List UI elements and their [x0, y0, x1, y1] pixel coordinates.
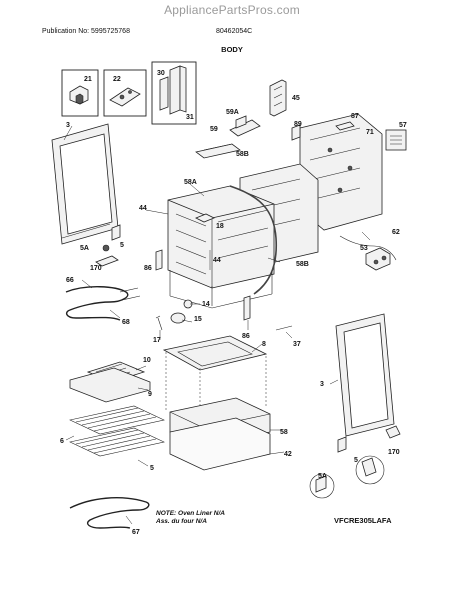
- publication-number: Publication No: 5995725768: [42, 28, 130, 35]
- watermark: AppliancePartsPros.com: [164, 3, 300, 17]
- broil-pan-9: [69, 367, 151, 403]
- callout-87: 87: [351, 113, 359, 120]
- callout-5-left: 5: [120, 242, 124, 249]
- callout-5A-left: 5A: [80, 245, 89, 252]
- note-line-2: Ass. du four N/A: [156, 518, 207, 525]
- frame-44: [169, 270, 273, 309]
- callout-67: 67: [132, 529, 140, 536]
- callout-59A: 59A: [226, 109, 239, 116]
- wire-17: [155, 315, 163, 331]
- callout-45: 45: [292, 95, 300, 102]
- door-left-3: [51, 123, 119, 245]
- callout-30: 30: [157, 70, 165, 77]
- callout-17: 17: [153, 337, 161, 344]
- callout-3-left: 3: [66, 122, 70, 129]
- inset-part-30-31: [151, 61, 197, 125]
- callout-6: 6: [60, 438, 64, 445]
- oven-rack-6: [69, 405, 165, 435]
- callout-37: 37: [293, 341, 301, 348]
- pan-8: [162, 335, 268, 371]
- callout-5A-right: 5A: [318, 473, 327, 480]
- callout-18: 18: [216, 223, 224, 230]
- callout-170-right: 170: [388, 449, 400, 456]
- callout-31: 31: [186, 114, 194, 121]
- callout-58A: 58A: [184, 179, 197, 186]
- callout-44: 44: [139, 205, 147, 212]
- door-right-3: [335, 313, 395, 437]
- rear-panel-71: [299, 113, 383, 231]
- broil-element-67: [69, 497, 150, 529]
- callout-9: 9: [148, 391, 152, 398]
- hinge-5A-5-170-right: [309, 425, 401, 499]
- callout-3-right: 3: [320, 381, 324, 388]
- callout-53: 53: [360, 245, 368, 252]
- callout-labels: 21 22 30 31 45 59A 59 58B 87 89 71 57 3 …: [60, 70, 407, 536]
- hinge-5A-5-170-left: [95, 224, 121, 267]
- callout-58: 58: [280, 429, 288, 436]
- wrap-58B: [229, 185, 278, 295]
- callout-5-right: 5: [354, 457, 358, 464]
- cover-87: [335, 121, 355, 131]
- inset-part-21: [61, 69, 99, 117]
- bracket-86-left: [155, 249, 163, 271]
- bracket-18: [195, 213, 215, 223]
- callout-62: 62: [392, 229, 400, 236]
- callout-71: 71: [366, 129, 374, 136]
- bake-element-66: [65, 286, 141, 321]
- rod-37: [275, 325, 293, 331]
- model-number: VFCRE305LAFA: [334, 516, 392, 525]
- callout-21: 21: [84, 76, 92, 83]
- callout-42: 42: [284, 451, 292, 458]
- inset-part-22: [103, 69, 147, 117]
- drawer-lines: [165, 352, 267, 420]
- callout-86-right: 86: [242, 333, 250, 340]
- light-15: [170, 312, 186, 324]
- callout-14: 14: [202, 301, 210, 308]
- callout-15: 15: [194, 316, 202, 323]
- bracket-59A: [229, 115, 261, 137]
- page-title: BODY: [221, 45, 243, 54]
- oven-rack-5: [69, 427, 165, 457]
- plate-57: [385, 129, 407, 151]
- callout-66: 66: [66, 277, 74, 284]
- callout-59: 59: [210, 126, 218, 133]
- callout-57: 57: [399, 122, 407, 129]
- callout-58B-top: 58B: [236, 151, 249, 158]
- bracket-59: [195, 143, 241, 159]
- harness-53-62: [339, 235, 397, 271]
- leader-lines: [63, 125, 371, 525]
- callout-5-mid: 5: [150, 465, 154, 472]
- part-number: 80462054C: [216, 28, 253, 35]
- oven-liner-note: NOTE: Oven Liner N/A Ass. du four N/A: [156, 510, 225, 526]
- callout-10: 10: [143, 357, 151, 364]
- callout-44b: 44: [213, 257, 221, 264]
- bracket-89: [291, 124, 301, 141]
- oven-liner-58A: [167, 185, 275, 289]
- callout-170-left: 170: [90, 265, 102, 272]
- callout-86-left: 86: [144, 265, 152, 272]
- bracket-45: [269, 79, 287, 117]
- bracket-86-right: [243, 295, 251, 321]
- note-line-1: NOTE: Oven Liner N/A: [156, 510, 225, 517]
- callout-68: 68: [122, 319, 130, 326]
- callout-8: 8: [262, 341, 266, 348]
- callout-89: 89: [294, 121, 302, 128]
- callout-58B-right: 58B: [296, 261, 309, 268]
- callout-22: 22: [113, 76, 121, 83]
